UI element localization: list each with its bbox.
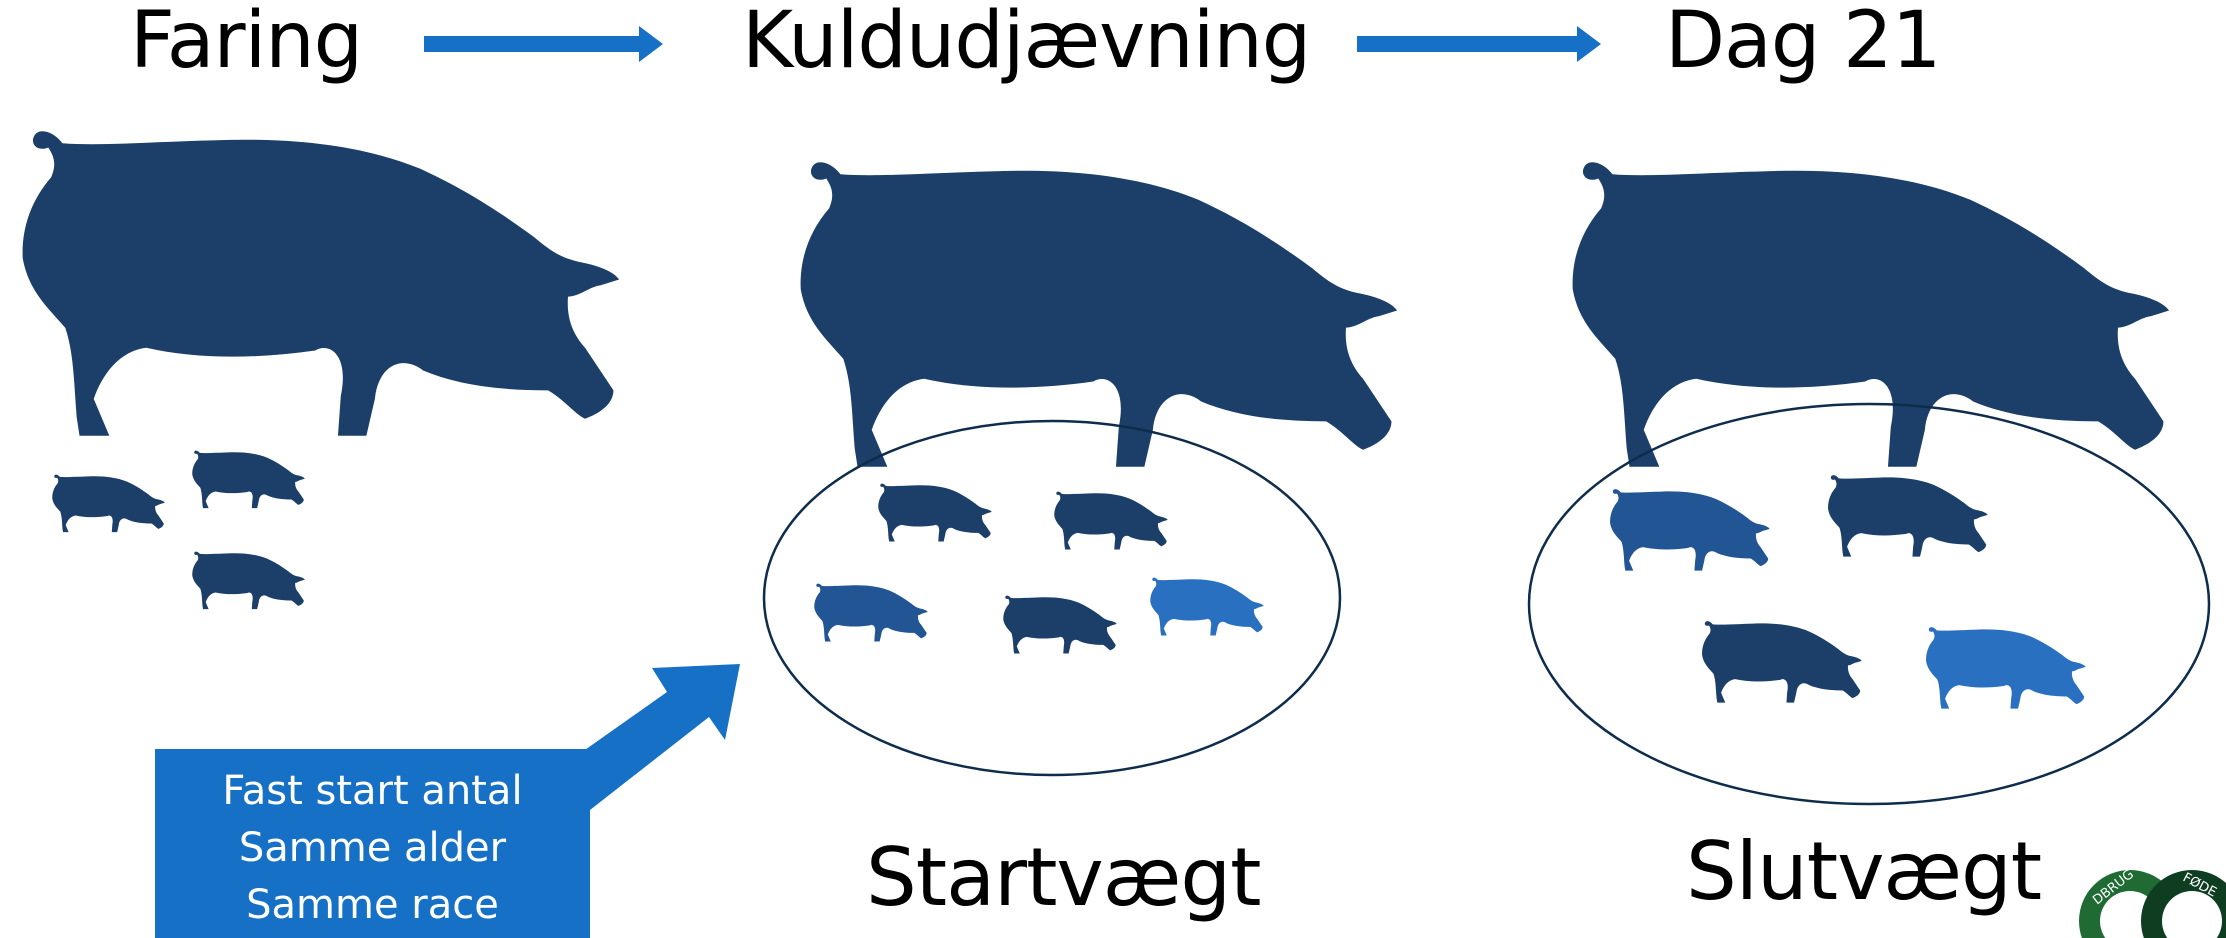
caption-slutvaegt: Slutvægt bbox=[1686, 825, 2042, 918]
stage-title-kuldudjaevning: Kuldudjævning bbox=[742, 0, 1311, 86]
arrow-kuldudjaevning-to-dag21 bbox=[1357, 26, 1601, 62]
piglets-dag21 bbox=[1610, 475, 2086, 709]
piglet bbox=[1702, 621, 1862, 703]
litter-ring-start bbox=[762, 419, 1342, 777]
piglet bbox=[1926, 627, 2086, 709]
sow-kuldudjaevning bbox=[800, 162, 1398, 467]
criteria-item: Samme race bbox=[246, 882, 499, 928]
piglet bbox=[192, 450, 305, 509]
piglet bbox=[1003, 595, 1117, 654]
piglets-kuldudjaevning bbox=[814, 483, 1264, 654]
piglet bbox=[1610, 489, 1770, 571]
piglets-farrowing bbox=[52, 450, 305, 610]
criteria-arrow bbox=[582, 664, 740, 810]
stage-title-faring: Faring bbox=[130, 0, 363, 86]
criteria-item: Fast start antal bbox=[222, 768, 523, 814]
piglet bbox=[814, 583, 928, 642]
piglet bbox=[1828, 475, 1988, 557]
piglet bbox=[1054, 491, 1168, 550]
arrow-faring-to-kuldudjaevning bbox=[424, 26, 663, 62]
criteria-box bbox=[155, 749, 590, 938]
piglet bbox=[192, 551, 305, 610]
caption-startvaegt: Startvægt bbox=[866, 831, 1261, 924]
sow-dag21 bbox=[1572, 162, 2170, 467]
sow-farrowing bbox=[22, 131, 620, 436]
litter-ring-end bbox=[1527, 402, 2211, 806]
piglet bbox=[1150, 577, 1264, 636]
piglet bbox=[878, 483, 992, 542]
criteria-list: Fast start antal Samme alder Samme race bbox=[155, 749, 590, 938]
criteria-item: Samme alder bbox=[238, 825, 507, 871]
piglet bbox=[52, 474, 165, 533]
landbrug-foedevarer-logo: DBRUG FØDE bbox=[2079, 867, 2226, 938]
stage-title-dag21: Dag 21 bbox=[1665, 0, 1941, 86]
